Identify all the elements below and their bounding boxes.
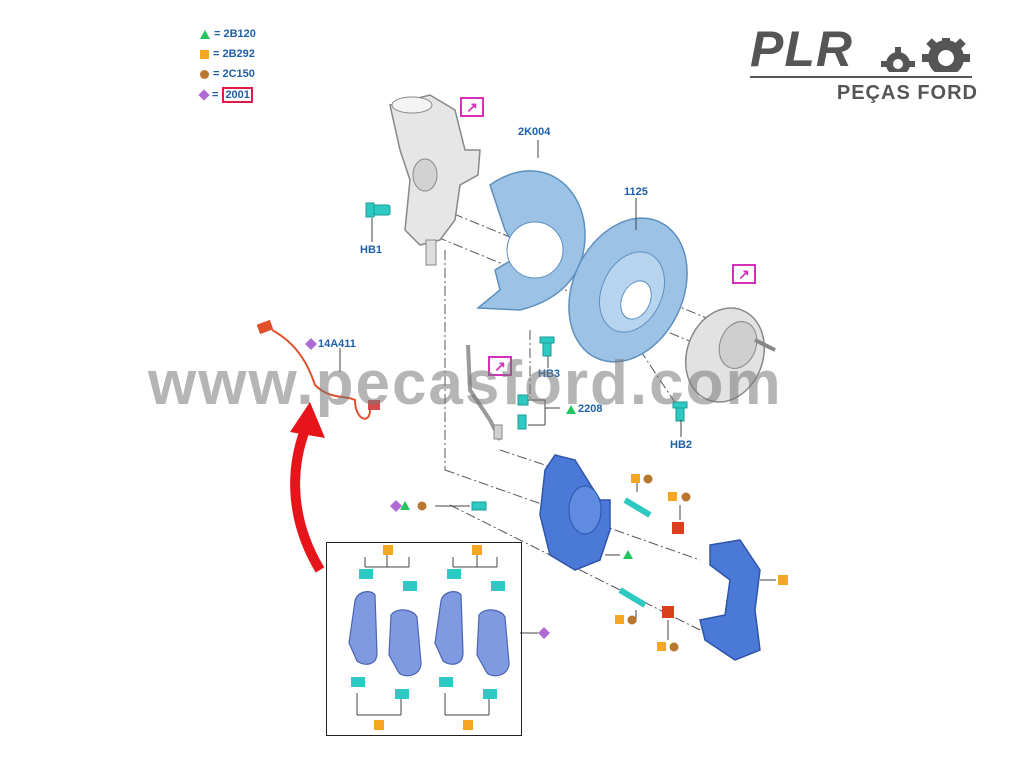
legend-row-2c150: = 2C150 (200, 66, 255, 82)
external-link-icon[interactable]: ↗ (732, 264, 756, 284)
dust-shield (476, 170, 586, 311)
external-link-icon[interactable]: ↗ (460, 97, 484, 117)
gear-icon (868, 38, 978, 78)
wear-sensor-cable (256, 319, 380, 420)
brand-logo: PLR PEÇAS FORD (750, 24, 978, 106)
caliper-bracket (699, 539, 761, 661)
legend-text: = 2B120 (214, 28, 256, 40)
legend-row-2b120: = 2B120 (200, 26, 256, 42)
steering-knuckle (389, 94, 481, 266)
part-label-2208[interactable]: 2208 (578, 403, 603, 415)
brand-logo-text: PLR (750, 21, 853, 77)
external-link-icon[interactable]: ↗ (488, 356, 512, 376)
watermark: www.pecasford.com (148, 349, 783, 418)
brake-hose (466, 344, 503, 441)
bolt-hb2 (672, 401, 688, 422)
part-label-hb3[interactable]: HB3 (538, 368, 561, 380)
bolt-hb3 (539, 336, 555, 357)
brake-pad-inset (326, 542, 522, 736)
red-arrow (290, 402, 325, 573)
wheel-hub (684, 307, 776, 403)
legend-text: = (212, 89, 219, 101)
legend-boxed-code[interactable]: 2001 (222, 87, 253, 103)
brake-rotor (568, 217, 688, 363)
part-label-hb1[interactable]: HB1 (360, 244, 383, 256)
part-label-2k004[interactable]: 2K004 (518, 126, 551, 138)
brand-subtitle: PEÇAS FORD (836, 82, 978, 104)
part-label-14a411[interactable]: 14A411 (318, 338, 356, 350)
legend-text: = 2B292 (213, 48, 255, 60)
bolt-hb1 (365, 202, 391, 218)
legend-row-2b292: = 2B292 (200, 46, 255, 62)
brand-divider (750, 76, 972, 78)
circle-icon (200, 69, 209, 79)
brake-pads (348, 545, 510, 730)
part-label-1125[interactable]: 1125 (624, 186, 648, 198)
bolt-caliper (471, 501, 487, 511)
legend-text: = 2C150 (213, 68, 255, 80)
legend-row-2001: = 2001 (198, 87, 253, 103)
part-label-hb2[interactable]: HB2 (670, 439, 693, 451)
brake-caliper (539, 454, 611, 571)
guide-pins (618, 497, 684, 618)
square-icon (200, 49, 209, 59)
triangle-icon (200, 29, 210, 39)
marker-group (305, 338, 788, 652)
